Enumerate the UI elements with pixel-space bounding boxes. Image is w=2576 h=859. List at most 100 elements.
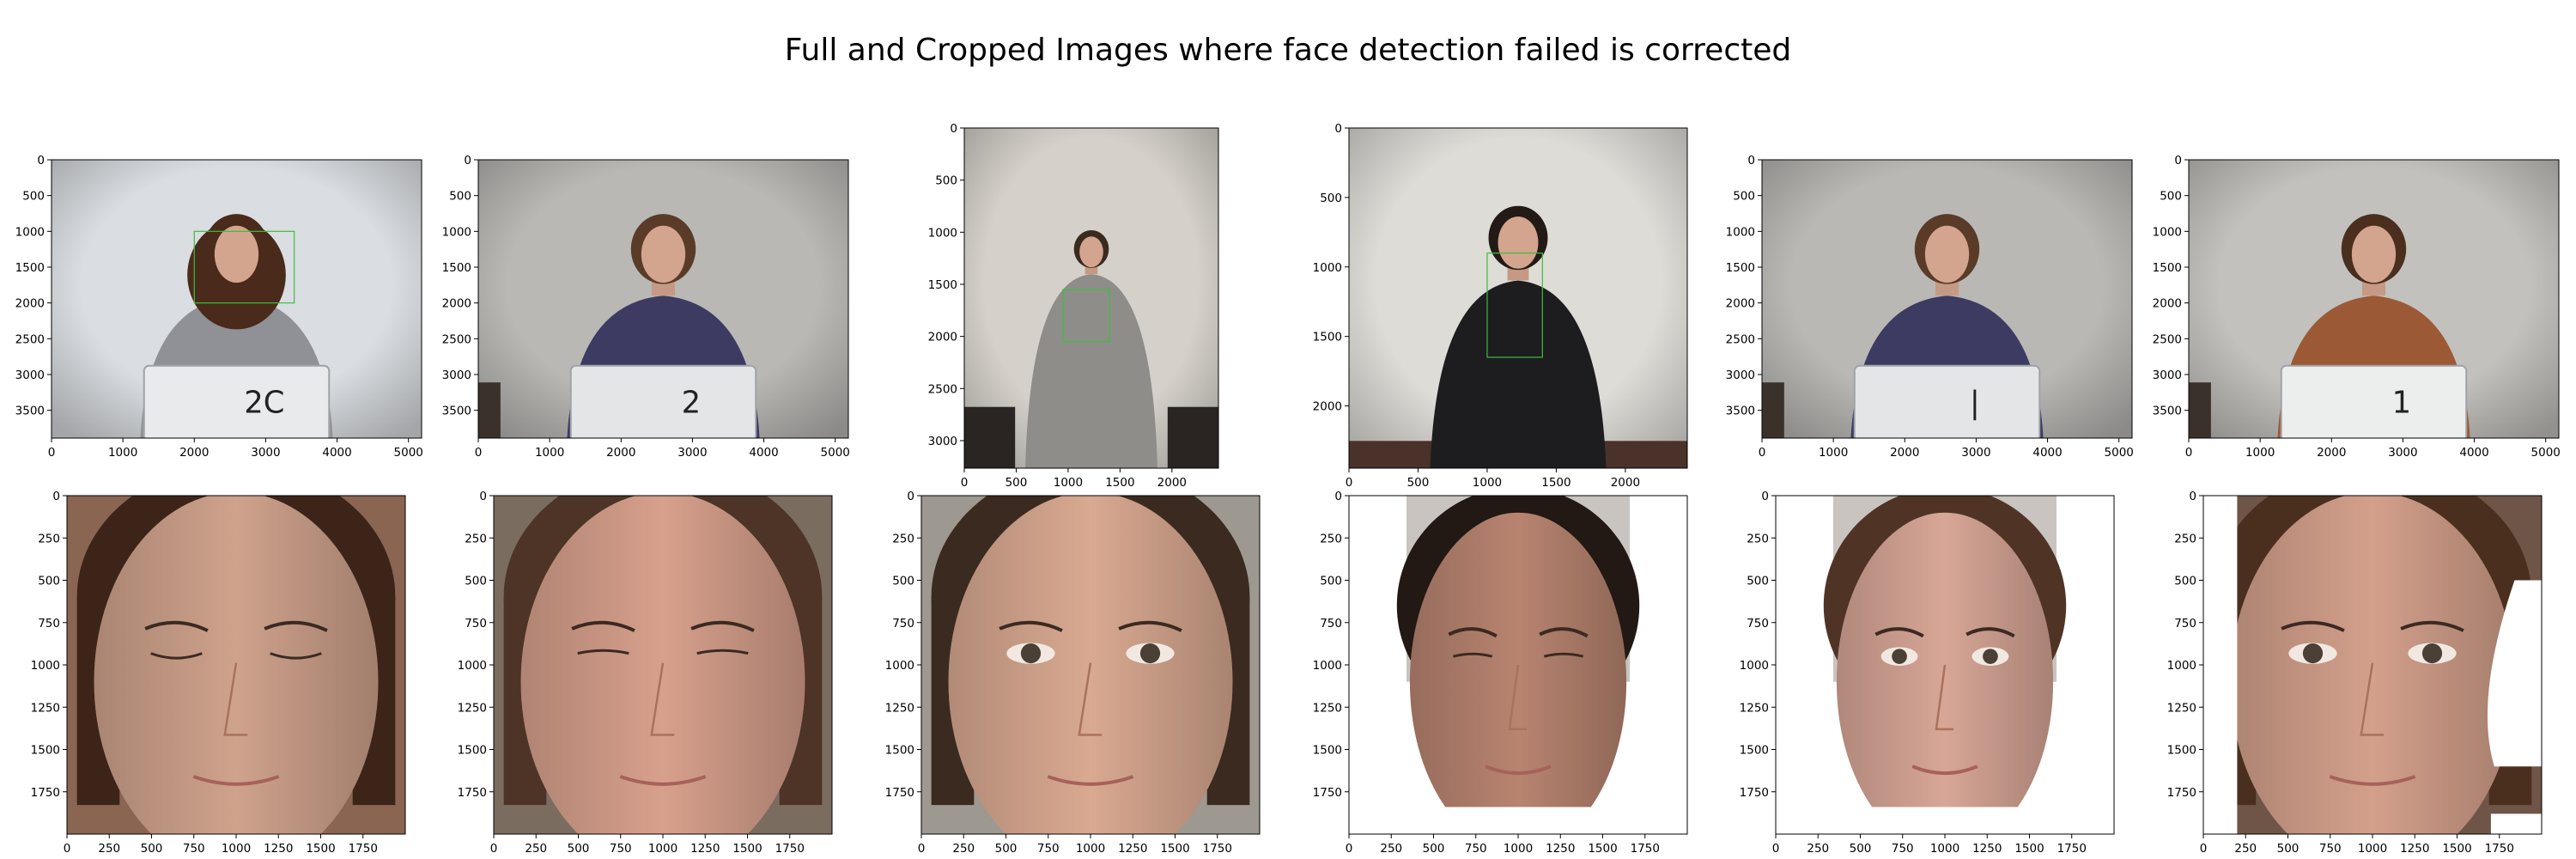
- y-tick-label: 1000: [1313, 659, 1342, 673]
- x-tick-label: 1000: [108, 446, 137, 460]
- y-tick-label: 1000: [928, 226, 957, 240]
- right-iris: [1139, 643, 1161, 664]
- nose: [1508, 664, 1528, 731]
- x-tick-label: 0: [475, 446, 483, 460]
- mask-corner: [2490, 813, 2542, 834]
- photo: [1776, 496, 2114, 834]
- face-shading: [1836, 512, 2054, 834]
- mouth: [2329, 775, 2416, 786]
- x-tick-label: 0: [490, 842, 498, 856]
- x-tick-label: 250: [98, 842, 120, 856]
- x-tick-label: 4000: [2459, 446, 2488, 460]
- y-tick-label: 250: [1320, 532, 1342, 545]
- x-tick-label: 0: [961, 476, 969, 490]
- y-tick-label: 1750: [458, 786, 487, 800]
- y-tick-label: 1500: [15, 261, 45, 275]
- x-tick-label: 0: [2200, 842, 2208, 856]
- x-tick-label: 0: [2185, 446, 2193, 460]
- face-shading: [520, 496, 805, 834]
- axes-frame: [477, 159, 849, 439]
- y-tick-label: 500: [449, 190, 471, 204]
- x-tick-label: 750: [1892, 842, 1914, 856]
- x-tick-label: 3000: [251, 446, 280, 460]
- x-tick-label: 250: [952, 842, 975, 856]
- axes-frame: [2188, 159, 2560, 439]
- axes-frame: [51, 159, 422, 439]
- y-tick-label: 500: [22, 190, 45, 204]
- y-tick-label: 1000: [885, 659, 914, 673]
- x-tick-label: 2000: [2317, 446, 2346, 460]
- right-iris: [1983, 649, 1998, 664]
- x-tick-label: 1750: [2485, 842, 2514, 856]
- y-tick-label: 1500: [1313, 331, 1342, 344]
- y-tick-label: 3000: [442, 369, 471, 382]
- board-label: 2: [682, 386, 702, 421]
- x-tick-label: 1000: [2245, 446, 2275, 460]
- x-tick-label: 4000: [2032, 446, 2062, 460]
- x-tick-label: 5000: [821, 446, 850, 460]
- x-tick-label: 250: [1807, 842, 1829, 856]
- y-tick-label: 1000: [2167, 659, 2196, 673]
- x-tick-label: 500: [1850, 842, 1872, 856]
- chair-left: [964, 406, 1016, 468]
- y-tick-label: 1000: [442, 225, 471, 239]
- y-tick-label: 1500: [1726, 261, 1755, 275]
- x-tick-label: 3000: [677, 446, 707, 460]
- x-tick-label: 0: [64, 842, 71, 856]
- x-tick-label: 750: [1037, 842, 1060, 856]
- y-tick-label: 1000: [15, 225, 45, 239]
- y-tick-label: 3000: [928, 435, 957, 448]
- left-eyebrow: [999, 620, 1063, 632]
- y-tick-label: 500: [465, 575, 487, 588]
- y-tick-label: 750: [892, 617, 914, 631]
- x-tick-label: 750: [183, 842, 205, 856]
- y-tick-label: 500: [38, 575, 60, 588]
- y-tick-label: 1250: [1740, 701, 1769, 715]
- y-tick-label: 500: [1747, 575, 1769, 588]
- left-iris: [2302, 643, 2324, 664]
- y-tick-label: 0: [464, 154, 471, 168]
- y-tick-label: 1000: [1313, 261, 1342, 275]
- mask-bottom: [1349, 807, 1687, 834]
- x-tick-label: 1750: [1203, 842, 1232, 856]
- y-tick-label: 2000: [928, 331, 957, 344]
- right-eye: [1543, 652, 1584, 658]
- y-tick-label: 500: [1733, 190, 1755, 204]
- x-tick-label: 1250: [2400, 842, 2429, 856]
- mouth: [1047, 775, 1134, 786]
- y-tick-label: 3500: [1726, 405, 1755, 418]
- y-tick-label: 1000: [2153, 225, 2182, 239]
- face-shading: [2230, 496, 2515, 834]
- x-tick-label: 5000: [394, 446, 423, 460]
- photo: 2: [478, 160, 848, 438]
- y-tick-label: 1750: [31, 786, 60, 800]
- x-tick-label: 1000: [222, 842, 251, 856]
- mask-left-strip: [2203, 496, 2238, 834]
- left-eyebrow: [2281, 620, 2345, 632]
- left-eyebrow: [1448, 627, 1498, 638]
- y-tick-label: 500: [935, 174, 957, 188]
- y-tick-label: 2500: [928, 382, 957, 396]
- x-tick-label: 0: [1772, 842, 1780, 856]
- y-tick-label: 0: [1334, 122, 1342, 136]
- x-tick-label: 1000: [1930, 842, 1959, 856]
- x-tick-label: 0: [1759, 446, 1766, 460]
- x-tick-label: 1750: [1631, 842, 1660, 856]
- y-tick-label: 1000: [1726, 225, 1755, 239]
- y-tick-label: 0: [52, 490, 60, 503]
- y-tick-label: 1250: [2167, 701, 2196, 715]
- x-tick-label: 1250: [1118, 842, 1147, 856]
- x-tick-label: 500: [141, 842, 163, 856]
- x-tick-label: 1250: [690, 842, 720, 856]
- y-tick-label: 1500: [885, 744, 914, 758]
- right-eyebrow: [690, 620, 755, 632]
- board-label: |: [1970, 386, 1980, 421]
- torso: [1430, 280, 1607, 468]
- x-tick-label: 1500: [1160, 842, 1189, 856]
